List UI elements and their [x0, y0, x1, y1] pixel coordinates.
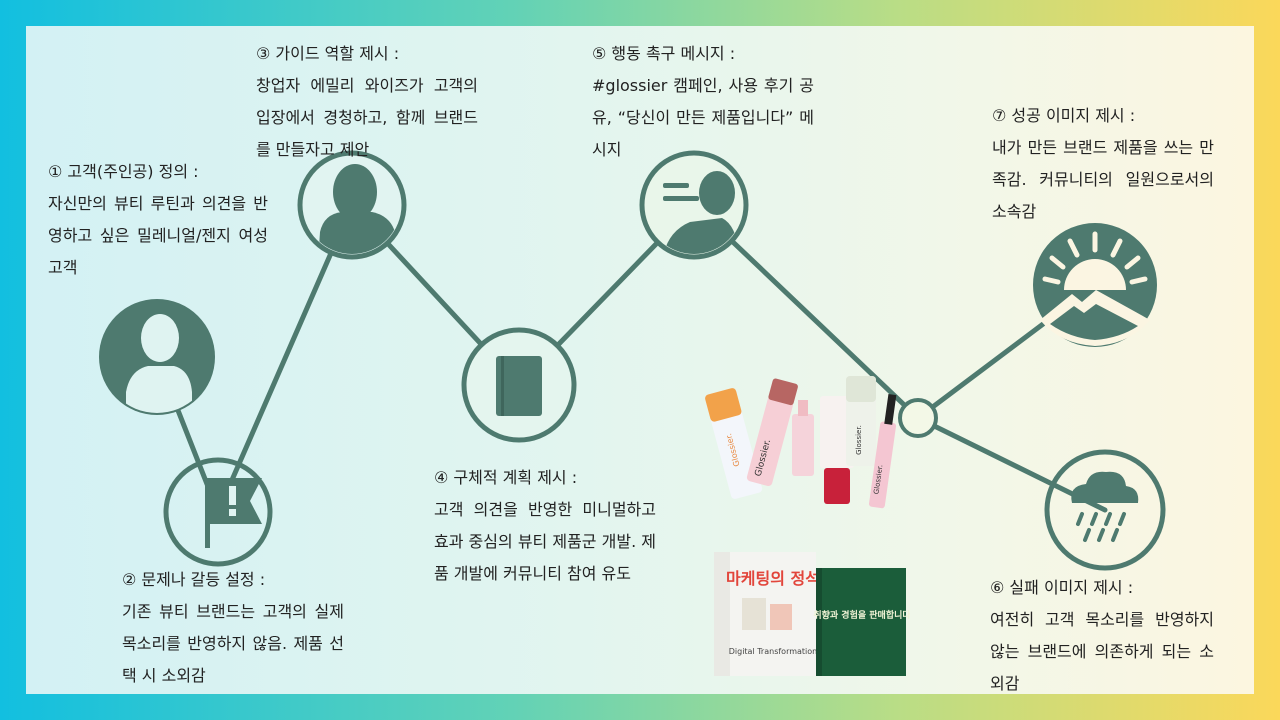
step-description: 여전히 고객 목소리를 반영하지 않는 브랜드에 의존하게 되는 소외감 — [990, 610, 1214, 693]
step-2-problem: ② 문제나 갈등 설정 : 기존 뷰티 브랜드는 고객의 실제 목소리를 반영하… — [122, 564, 344, 692]
step-7-success: ⑦ 성공 이미지 제시 : 내가 만든 브랜드 제품을 쓰는 만족감. 커뮤니티… — [992, 100, 1214, 228]
sunrise-mountain-icon — [1033, 223, 1157, 347]
step-6-failure: ⑥ 실패 이미지 제시 : 여전히 고객 목소리를 반영하지 않는 브랜드에 의… — [990, 572, 1214, 700]
step-title: ⑥ 실패 이미지 제시 : — [990, 578, 1134, 597]
book-title: 마케팅의 정석 — [726, 569, 820, 588]
step-title: ④ 구체적 계획 제시 : — [434, 468, 578, 487]
guide-person-icon — [297, 150, 407, 260]
step-description: 고객 의견을 반영한 미니멀하고 효과 중심의 뷰티 제품군 개발. 제품 개발… — [434, 500, 656, 583]
step-description: 내가 만든 브랜드 제품을 쓰는 만족감. 커뮤니티의 일원으로서의 소속감 — [992, 138, 1214, 221]
rain-cloud-icon — [1044, 449, 1166, 571]
step-description: 기존 뷰티 브랜드는 고객의 실제 목소리를 반영하지 않음. 제품 선택 시 … — [122, 602, 344, 685]
warning-flag-icon — [163, 457, 273, 567]
junction-node — [898, 398, 938, 438]
book-icon — [461, 327, 577, 443]
glossier-products-image: Glossier. Glossier. Glossier. Glossier. — [705, 376, 897, 509]
step-description: #glossier 캠페인, 사용 후기 공유, “당신이 만든 제품입니다” … — [592, 76, 814, 159]
step-title: ⑦ 성공 이미지 제시 : — [992, 106, 1136, 125]
book-subtitle: Digital Transformation — [729, 647, 818, 656]
marketing-books-image: 마케팅의 정석 Digital Transformation 취향과 경험을 판… — [714, 552, 910, 676]
person-head-icon — [99, 299, 215, 415]
step-title: ① 고객(주인공) 정의 : — [48, 162, 199, 181]
content-panel — [26, 26, 1254, 694]
step-title: ② 문제나 갈등 설정 : — [122, 570, 266, 589]
step-4-plan: ④ 구체적 계획 제시 : 고객 의견을 반영한 미니멀하고 효과 중심의 뷰티… — [434, 462, 656, 590]
product-label: Glossier. — [855, 425, 863, 455]
book-title: 취향과 경험을 판매합니다 — [813, 609, 910, 621]
step-title: ⑤ 행동 촉구 메시지 : — [592, 44, 736, 63]
step-1-customer: ① 고객(주인공) 정의 : 자신만의 뷰티 루틴과 의견을 반영하고 싶은 밀… — [48, 156, 268, 284]
step-title: ③ 가이드 역할 제시 : — [256, 44, 400, 63]
step-3-guide: ③ 가이드 역할 제시 : 창업자 에밀리 와이즈가 고객의 입장에서 경청하고… — [256, 38, 478, 166]
speaking-person-icon — [639, 150, 749, 260]
step-description: 자신만의 뷰티 루틴과 의견을 반영하고 싶은 밀레니얼/젠지 여성 고객 — [48, 194, 268, 277]
step-5-call-to-action: ⑤ 행동 촉구 메시지 : #glossier 캠페인, 사용 후기 공유, “… — [592, 38, 814, 166]
step-description: 창업자 에밀리 와이즈가 고객의 입장에서 경청하고, 함께 브랜드를 만들자고… — [256, 76, 478, 159]
